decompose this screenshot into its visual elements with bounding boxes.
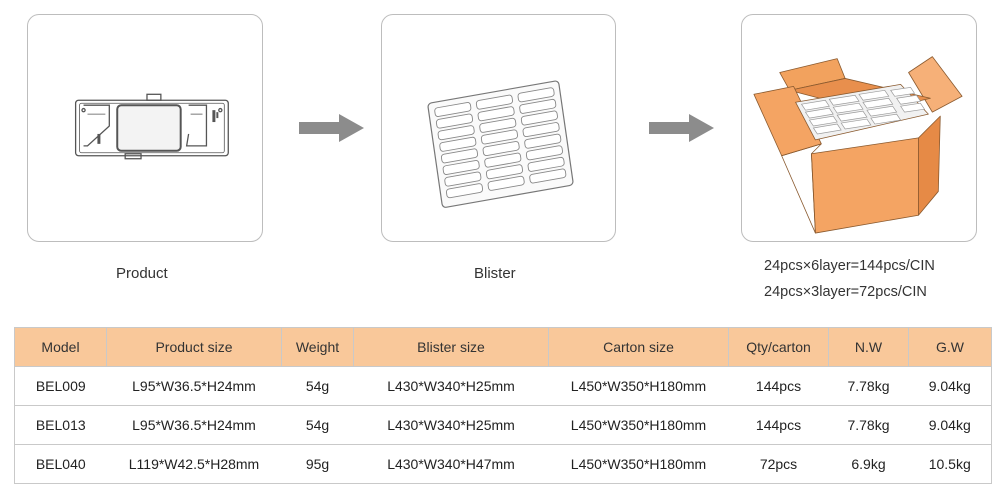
header-model: Model <box>14 327 107 367</box>
product-caption: Product <box>116 265 168 282</box>
cell-carton-size: L450*W350*H180mm <box>548 405 729 445</box>
cell-product-size: L119*W42.5*H28mm <box>106 444 282 484</box>
cell-blister-size: L430*W340*H25mm <box>353 366 549 406</box>
table-row: BEL009 L95*W36.5*H24mm 54g L430*W340*H25… <box>14 366 992 406</box>
packing-line-2: 24pcs×3layer=72pcs/CIN <box>764 284 927 300</box>
cell-carton-size: L450*W350*H180mm <box>548 444 729 484</box>
cell-carton-size: L450*W350*H180mm <box>548 366 729 406</box>
cell-gw: 10.5kg <box>908 444 992 484</box>
cell-gw: 9.04kg <box>908 366 992 406</box>
blister-image-panel <box>381 14 616 242</box>
cell-blister-size: L430*W340*H47mm <box>353 444 549 484</box>
cell-weight: 54g <box>281 405 354 445</box>
blister-caption: Blister <box>474 265 516 282</box>
cell-qty-carton: 144pcs <box>728 405 829 445</box>
cell-qty-carton: 72pcs <box>728 444 829 484</box>
arrow-right-icon <box>299 114 364 142</box>
cell-product-size: L95*W36.5*H24mm <box>106 366 282 406</box>
product-image-panel <box>27 14 263 242</box>
packing-line-1: 24pcs×6layer=144pcs/CIN <box>764 258 935 274</box>
header-product-size: Product size <box>106 327 282 367</box>
packing-spec-table: Model Product size Weight Blister size C… <box>14 327 992 484</box>
table-row: BEL040 L119*W42.5*H28mm 95g L430*W340*H4… <box>14 444 992 484</box>
cell-weight: 95g <box>281 444 354 484</box>
cell-nw: 7.78kg <box>828 405 909 445</box>
table-row: BEL013 L95*W36.5*H24mm 54g L430*W340*H25… <box>14 405 992 445</box>
header-carton-size: Carton size <box>548 327 729 367</box>
carton-image-panel <box>741 14 977 242</box>
cell-blister-size: L430*W340*H25mm <box>353 405 549 445</box>
product-drawing <box>74 93 229 160</box>
cell-nw: 7.78kg <box>828 366 909 406</box>
header-blister-size: Blister size <box>353 327 549 367</box>
header-weight: Weight <box>281 327 354 367</box>
cell-gw: 9.04kg <box>908 405 992 445</box>
arrow-right-icon <box>649 114 714 142</box>
header-nw: N.W <box>828 327 909 367</box>
blister-tray-drawing <box>427 80 574 208</box>
cell-model: BEL013 <box>14 405 107 445</box>
cell-qty-carton: 144pcs <box>728 366 829 406</box>
header-gw: G.W <box>908 327 992 367</box>
cell-product-size: L95*W36.5*H24mm <box>106 405 282 445</box>
cell-weight: 54g <box>281 366 354 406</box>
cell-model: BEL040 <box>14 444 107 484</box>
cell-nw: 6.9kg <box>828 444 909 484</box>
header-qty-carton: Qty/carton <box>728 327 829 367</box>
carton-box-drawing <box>753 56 963 234</box>
cell-model: BEL009 <box>14 366 107 406</box>
table-header-row: Model Product size Weight Blister size C… <box>14 327 992 367</box>
